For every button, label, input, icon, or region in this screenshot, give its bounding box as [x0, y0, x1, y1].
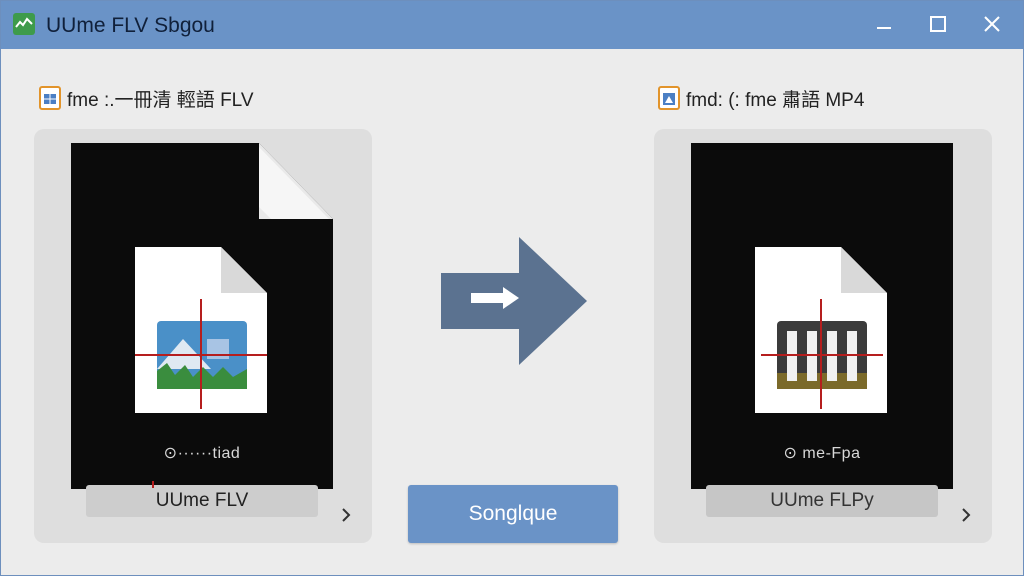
source-more-button[interactable]	[336, 503, 356, 527]
target-format-header: fmd: (: fme 肅語 MP4	[658, 85, 864, 111]
close-button[interactable]	[972, 9, 1012, 39]
conversion-arrow-icon	[441, 237, 587, 365]
source-file-thumbnail: ⊙······tiad	[71, 143, 333, 489]
source-format-header: fme :.一冊清 輕語 FLV	[39, 85, 254, 111]
convert-button[interactable]: Songlque	[408, 485, 618, 543]
source-file-name[interactable]: UUme FLV	[86, 481, 318, 517]
source-file-card[interactable]: ⊙······tiad UUme FLV	[34, 129, 372, 543]
chevron-right-icon	[962, 508, 971, 522]
file-table-icon	[39, 86, 61, 110]
target-file-caption: ⊙ me-Fpa	[783, 445, 861, 462]
flv-file-icon	[71, 143, 333, 489]
minimize-button[interactable]	[864, 9, 904, 39]
target-file-name-label: UUme FLPy	[770, 490, 874, 511]
chevron-right-icon	[342, 508, 351, 522]
window-title: UUme FLV Sbgou	[46, 14, 215, 37]
maximize-button[interactable]	[918, 9, 958, 39]
target-file-thumbnail: ⊙ me-Fpa	[691, 143, 953, 489]
title-bar[interactable]: UUme FLV Sbgou	[1, 1, 1023, 49]
source-file-name-label: UUme FLV	[155, 490, 249, 511]
source-header-label: fme :.一冊清 輕語 FLV	[67, 89, 254, 111]
target-file-name[interactable]: UUme FLPy	[706, 485, 938, 517]
target-header-label: fmd: (: fme 肅語 MP4	[686, 89, 865, 111]
app-logo-icon	[13, 13, 35, 35]
file-image-icon	[658, 86, 680, 110]
source-file-caption: ⊙······tiad	[163, 445, 241, 462]
target-more-button[interactable]	[956, 503, 976, 527]
target-file-card[interactable]: ⊙ me-Fpa UUme FLPy	[654, 129, 992, 543]
close-icon	[984, 16, 1000, 32]
mp4-file-icon	[691, 143, 953, 489]
minimize-icon	[877, 27, 891, 29]
marker-tick	[152, 481, 154, 488]
maximize-icon	[930, 16, 946, 32]
